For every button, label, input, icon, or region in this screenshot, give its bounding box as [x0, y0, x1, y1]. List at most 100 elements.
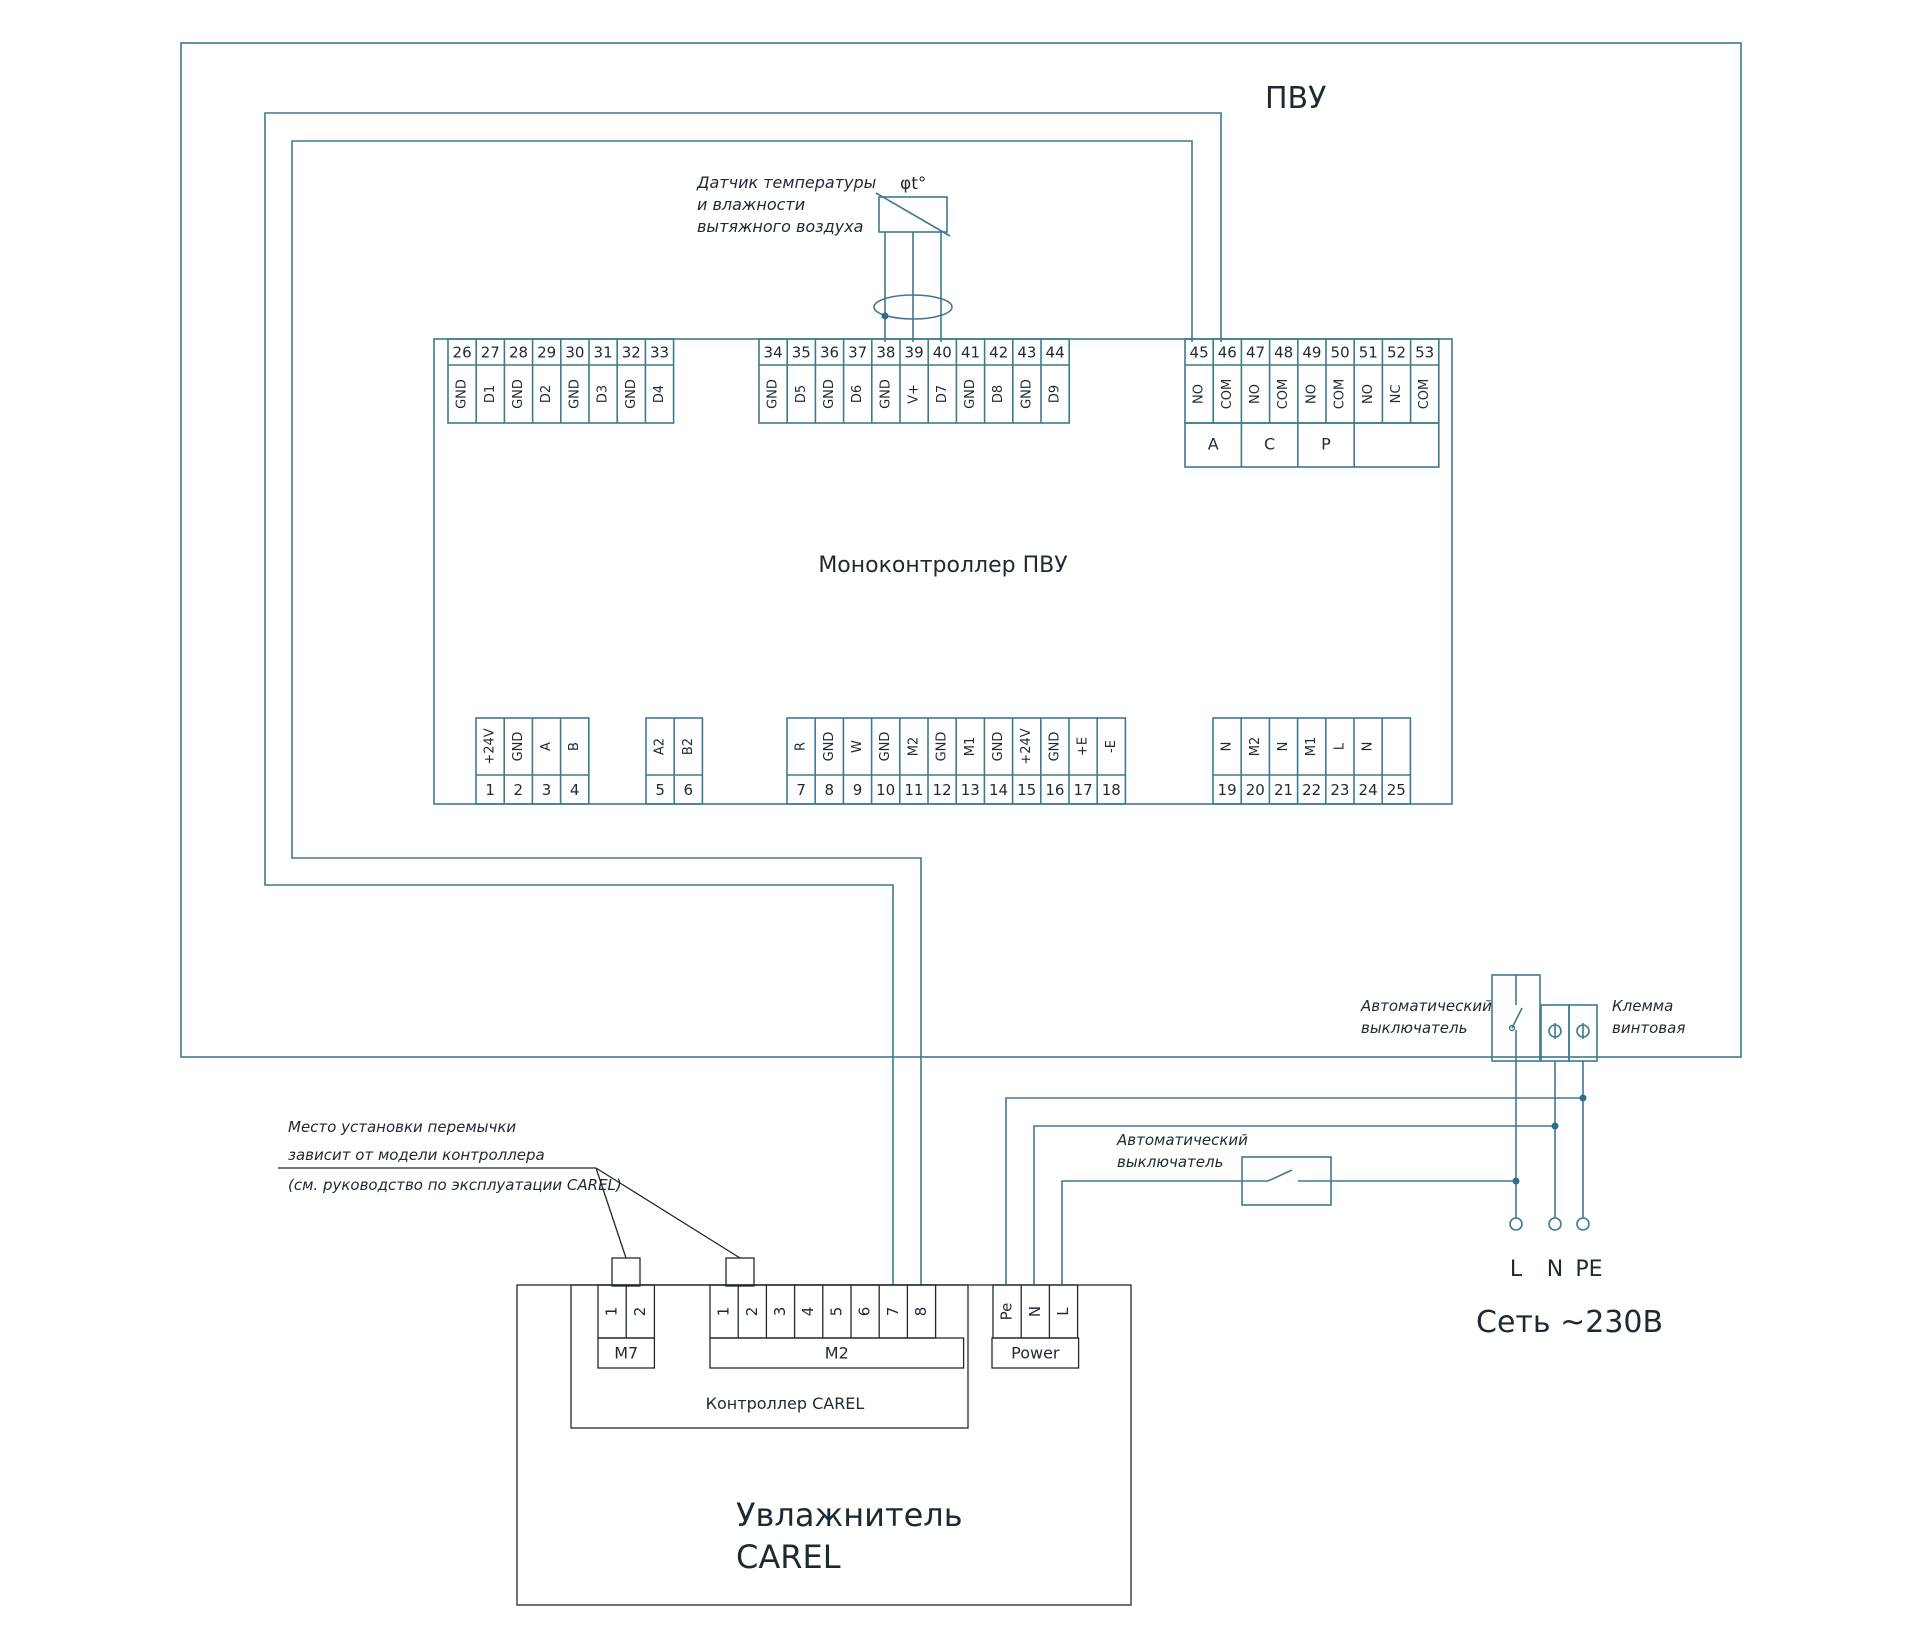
jumper-note-line3: (см. руководство по эксплуатации CAREL) [288, 1176, 622, 1194]
terminal-label-5: A2 [653, 738, 668, 755]
terminal-number-8: 8 [825, 781, 835, 799]
breaker-top-label-2: выключатель [1361, 1019, 1467, 1037]
sensor-cable-shield [873, 294, 953, 320]
terminal-number-38: 38 [876, 344, 895, 362]
terminal-number-51: 51 [1359, 344, 1378, 362]
terminal-number-52: 52 [1387, 344, 1406, 362]
terminal-label-34: GND [766, 379, 781, 409]
carel-connector-name-power: Power [1011, 1344, 1060, 1363]
terminal-number-16: 16 [1045, 781, 1064, 799]
terminal-label-14: GND [991, 732, 1006, 762]
humidifier-title-1: Увлажнитель [736, 1496, 963, 1534]
carel-pin-m7-2: 2 [631, 1307, 649, 1317]
junction-pe [1579, 1094, 1587, 1102]
terminal-label-39: V+ [907, 384, 922, 404]
terminal-label-29: D2 [539, 385, 554, 403]
terminal-number-25: 25 [1387, 781, 1406, 799]
carel-name-frame [709, 1337, 965, 1369]
jumper-leader-m2 [595, 1167, 741, 1259]
carel-pin-m2-4: 4 [799, 1307, 817, 1317]
carel-pin-power-N: N [1026, 1306, 1044, 1317]
terminal-number-23: 23 [1330, 781, 1349, 799]
humidifier: Контроллер CAREL Увлажнитель CAREL [516, 1284, 1132, 1606]
network-n-terminal [1548, 1217, 1562, 1231]
terminal-label-13: M1 [963, 737, 978, 757]
controller-terminal-blocks: 26GND27D128GND29D230GND31D332GND33D434GN… [447, 338, 1440, 805]
terminal-label-20: M2 [1248, 737, 1263, 757]
terminal-number-19: 19 [1218, 781, 1237, 799]
terminal-number-26: 26 [453, 344, 472, 362]
breaker-mid-label-2: выключатель [1117, 1153, 1223, 1171]
terminal-label-8: GND [822, 732, 837, 762]
relay-group-row [1184, 422, 1440, 468]
breaker-top: Автоматический выключатель [1360, 974, 1541, 1062]
terminal-block-bot-c: 7R8GND9W10GND11M212GND13M114GND15+24V16G… [786, 717, 1127, 805]
terminal-number-49: 49 [1302, 344, 1321, 362]
terminal-number-30: 30 [565, 344, 584, 362]
terminal-label-27: D1 [483, 385, 498, 403]
terminal-label-33: D4 [652, 385, 667, 403]
terminal-label-36: GND [822, 379, 837, 409]
terminal-label-51: NO [1361, 384, 1376, 404]
terminal-label-1: +24V [483, 728, 498, 764]
network-l-terminal [1509, 1217, 1523, 1231]
sensor-label-line1: Датчик температуры [696, 173, 876, 192]
terminal-number-35: 35 [792, 344, 811, 362]
sensor-label-line2: и влажности [697, 195, 805, 214]
humidity-sensor: Датчик температуры и влажности вытяжного… [696, 173, 953, 342]
humidifier-title-2: CAREL [736, 1538, 841, 1576]
terminal-block-top-right: 45NO46COM47NO48COM49NO50COM51NO52NC53COM… [1184, 338, 1440, 468]
terminal-block-top-mid: 34GND35D536GND37D638GND39V+40D741GND42D8… [758, 338, 1071, 424]
terminal-label-49: NO [1304, 384, 1319, 404]
terminal-label-19: N [1220, 742, 1235, 752]
terminal-number-41: 41 [961, 344, 980, 362]
terminal-number-27: 27 [481, 344, 500, 362]
breaker-mid-contact [1267, 1169, 1293, 1182]
jumper-note-line2: зависит от модели контроллера [288, 1146, 545, 1164]
carel-pin-m2-6: 6 [856, 1307, 874, 1317]
jumper-note-line1: Место установки перемычки [288, 1118, 516, 1136]
terminal-label-2: винтовая [1612, 1019, 1685, 1037]
terminal-number-39: 39 [905, 344, 924, 362]
pvu-title: ПВУ [1265, 81, 1326, 116]
terminal-label-53: COM [1417, 379, 1432, 410]
terminal-number-40: 40 [933, 344, 952, 362]
terminal-label-43: GND [1019, 379, 1034, 409]
terminal-label-32: GND [624, 379, 639, 409]
terminal-number-46: 46 [1218, 344, 1237, 362]
carel-connector-name-m2: M2 [825, 1344, 849, 1363]
jumper-m2 [725, 1257, 755, 1287]
terminal-label-4: B [567, 742, 582, 751]
terminal-label-22: M1 [1304, 737, 1319, 757]
relay-group-P: P [1321, 435, 1331, 454]
sensor-diagonal [875, 192, 951, 237]
terminal-label-47: NO [1248, 384, 1263, 404]
terminal-number-7: 7 [796, 781, 806, 799]
terminal-label-24: N [1361, 742, 1376, 752]
terminal-number-9: 9 [853, 781, 863, 799]
terminal-label-28: GND [511, 379, 526, 409]
carel-pin-power-L: L [1054, 1307, 1072, 1316]
terminal-number-42: 42 [989, 344, 1008, 362]
terminal-label-38: GND [878, 379, 893, 409]
terminal-number-43: 43 [1017, 344, 1036, 362]
breaker-mid-label-1: Автоматический [1116, 1131, 1248, 1149]
terminal-number-33: 33 [650, 344, 669, 362]
terminal-label-41: GND [963, 379, 978, 409]
carel-pin-m2-2: 2 [743, 1307, 761, 1317]
terminal-number-17: 17 [1074, 781, 1093, 799]
terminal-label-11: M2 [906, 737, 921, 757]
terminal-label-48: COM [1276, 379, 1291, 410]
terminal-number-14: 14 [989, 781, 1008, 799]
terminal-label-17: +E [1076, 737, 1091, 756]
network-n-label: N [1547, 1257, 1563, 1282]
terminal-label-21: N [1276, 742, 1291, 752]
terminal-label-1: Клемма [1612, 997, 1673, 1015]
terminal-number-18: 18 [1102, 781, 1121, 799]
carel-pin-m2-5: 5 [827, 1307, 845, 1317]
